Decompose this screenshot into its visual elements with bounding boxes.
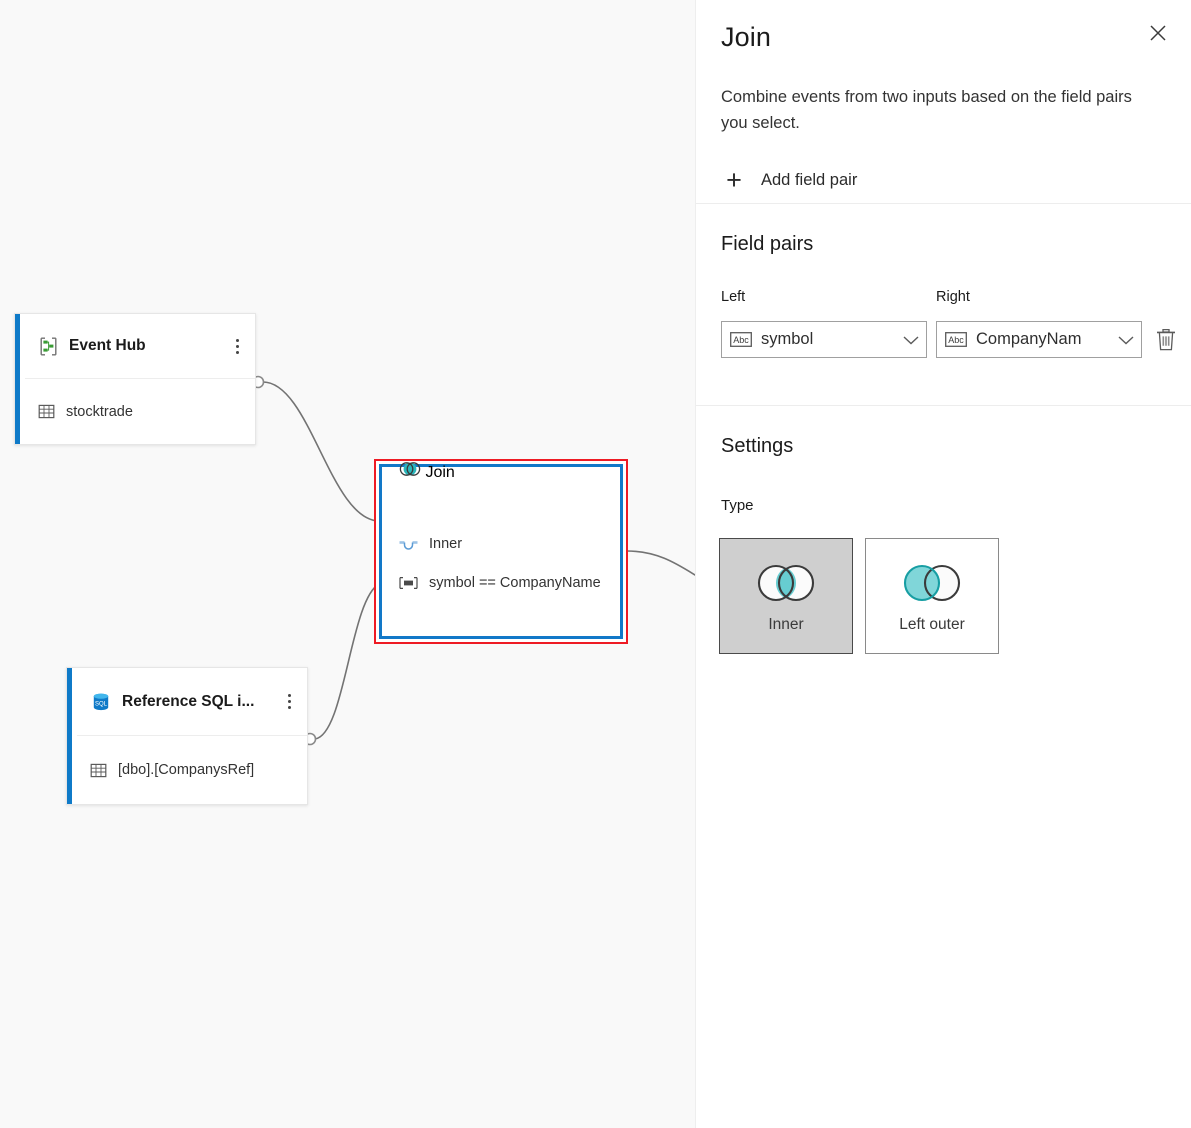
add-field-pair-label: Add field pair <box>761 170 858 189</box>
left-column-label: Left <box>721 289 746 305</box>
node-row-text: symbol == CompanyName <box>429 574 601 591</box>
event-hub-icon <box>38 336 59 357</box>
node-row-text: Inner <box>429 535 463 552</box>
node-row-join-type: Inner <box>379 524 626 563</box>
chevron-down-icon <box>902 334 920 346</box>
field-pairs-heading: Field pairs <box>721 233 814 255</box>
node-accent-bar <box>15 314 20 444</box>
table-icon <box>90 762 107 779</box>
section-divider <box>696 203 1191 204</box>
left-field-select[interactable]: Abc symbol <box>721 321 927 358</box>
node-row-condition: symbol == CompanyName <box>379 563 626 602</box>
plus-icon: + <box>726 164 742 195</box>
type-label: Type <box>721 497 754 514</box>
node-selection-border <box>379 464 623 639</box>
close-icon[interactable] <box>1137 14 1179 52</box>
node-header[interactable]: Join <box>379 461 626 523</box>
join-type-option-inner[interactable]: Inner <box>719 538 853 654</box>
section-divider <box>696 405 1191 406</box>
right-column-label: Right <box>936 289 970 305</box>
flow-canvas[interactable]: Event Hub stocktrade <box>0 0 695 1128</box>
join-type-icon <box>399 537 418 551</box>
settings-heading: Settings <box>721 435 794 457</box>
node-event-hub[interactable]: Event Hub stocktrade <box>14 313 256 445</box>
join-properties-panel: Join Combine events from two inputs base… <box>695 0 1191 1128</box>
table-icon <box>38 403 55 420</box>
node-header[interactable]: Event Hub <box>15 314 255 378</box>
node-subtitle: stocktrade <box>66 403 133 420</box>
node-divider <box>77 735 307 736</box>
join-type-label: Inner <box>768 616 804 633</box>
right-field-value: CompanyNam <box>976 330 1082 348</box>
node-title: Join <box>425 464 455 481</box>
node-join[interactable]: Join Inner <box>374 459 628 644</box>
node-title: Event Hub <box>69 337 146 354</box>
join-type-option-left-outer[interactable]: Left outer <box>865 538 999 654</box>
node-subtitle: [dbo].[CompanysRef] <box>118 762 255 778</box>
node-header[interactable]: SQL Reference SQL i... <box>67 668 307 735</box>
sql-database-icon: SQL <box>90 691 112 713</box>
svg-text:Abc: Abc <box>733 335 749 345</box>
panel-description: Combine events from two inputs based on … <box>721 88 1132 132</box>
join-type-label: Left outer <box>899 616 965 633</box>
abc-icon: Abc <box>945 332 967 347</box>
abc-icon: Abc <box>730 332 752 347</box>
svg-text:SQL: SQL <box>95 701 108 707</box>
venn-inner-icon <box>750 558 822 608</box>
join-venn-icon <box>399 461 421 477</box>
node-accent-bar <box>67 668 72 804</box>
node-subtitle-row: [dbo].[CompanysRef] <box>67 735 307 805</box>
add-field-pair-button[interactable]: + Add field pair <box>721 163 857 197</box>
chevron-down-icon <box>1117 334 1135 346</box>
node-reference-sql[interactable]: SQL Reference SQL i... [dbo].[CompanysRe… <box>66 667 308 805</box>
node-menu-button[interactable] <box>227 334 247 358</box>
venn-left-outer-icon <box>896 558 968 608</box>
svg-text:Abc: Abc <box>948 335 964 345</box>
node-divider <box>25 378 255 379</box>
node-title: Reference SQL i... <box>122 692 255 710</box>
page-title: Join <box>721 22 771 52</box>
left-field-value: symbol <box>761 330 814 348</box>
right-field-select[interactable]: Abc CompanyNam <box>936 321 1142 358</box>
condition-icon <box>399 576 418 590</box>
node-subtitle-row: stocktrade <box>15 378 255 445</box>
node-menu-button[interactable] <box>279 690 299 714</box>
trash-icon[interactable] <box>1151 324 1181 356</box>
